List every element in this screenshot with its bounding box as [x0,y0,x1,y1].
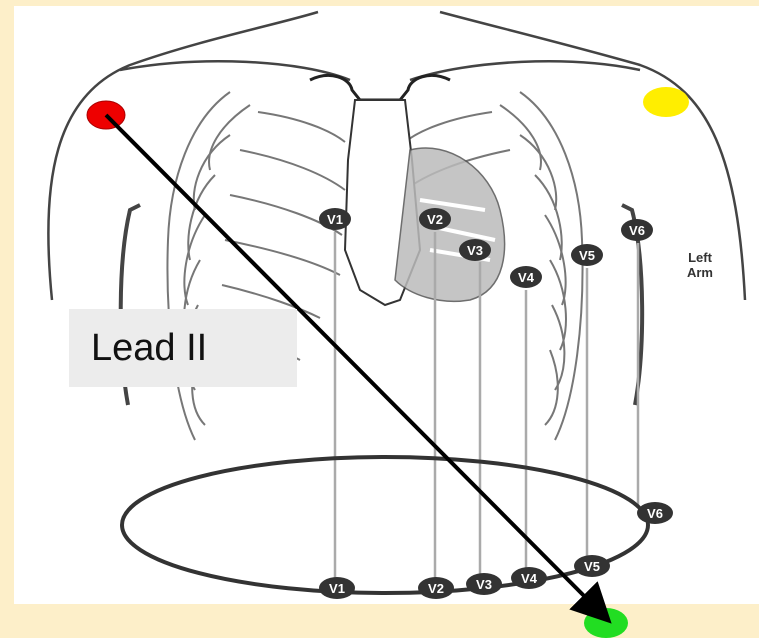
ring-badge-v2: V2 [418,577,454,599]
ring-badge-v1-label: V1 [329,581,345,596]
ring-precordial-badges: V1 V2 V3 V4 V5 V6 [319,502,673,599]
chest-badge-v5-label: V5 [579,248,595,263]
chest-cross-section [122,457,648,593]
chest-badge-v3: V3 [459,239,491,261]
left-arm-electrode [643,87,689,117]
chest-badge-v1-label: V1 [327,212,343,227]
left-leg-electrode [584,608,628,638]
left-arm-label-line2: Arm [676,265,724,280]
heart [395,148,505,301]
chest-badge-v6: V6 [621,219,653,241]
ring-badge-v6: V6 [637,502,673,524]
ring-badge-v4: V4 [511,567,547,589]
ring-badge-v5: V5 [574,555,610,577]
chest-badge-v1: V1 [319,208,351,230]
chest-badge-v3-label: V3 [467,243,483,258]
ring-badge-v4-label: V4 [521,571,538,586]
chest-badge-v4: V4 [510,266,542,288]
chest-badge-v2-label: V2 [427,212,443,227]
chest-badge-v6-label: V6 [629,223,645,238]
left-arm-label-line1: Left [676,250,724,265]
ring-badge-v2-label: V2 [428,581,444,596]
chest-badge-v2: V2 [419,208,451,230]
lead-ii-label: Lead II [69,309,297,387]
ring-badge-v5-label: V5 [584,559,600,574]
chest-badge-v4-label: V4 [518,270,535,285]
ring-badge-v1: V1 [319,577,355,599]
ring-badge-v3-label: V3 [476,577,492,592]
ring-badge-v3: V3 [466,573,502,595]
ring-badge-v6-label: V6 [647,506,663,521]
lead-ii-label-text: Lead II [91,327,207,370]
chest-badge-v5: V5 [571,244,603,266]
left-arm-label: Left Arm [676,250,724,280]
